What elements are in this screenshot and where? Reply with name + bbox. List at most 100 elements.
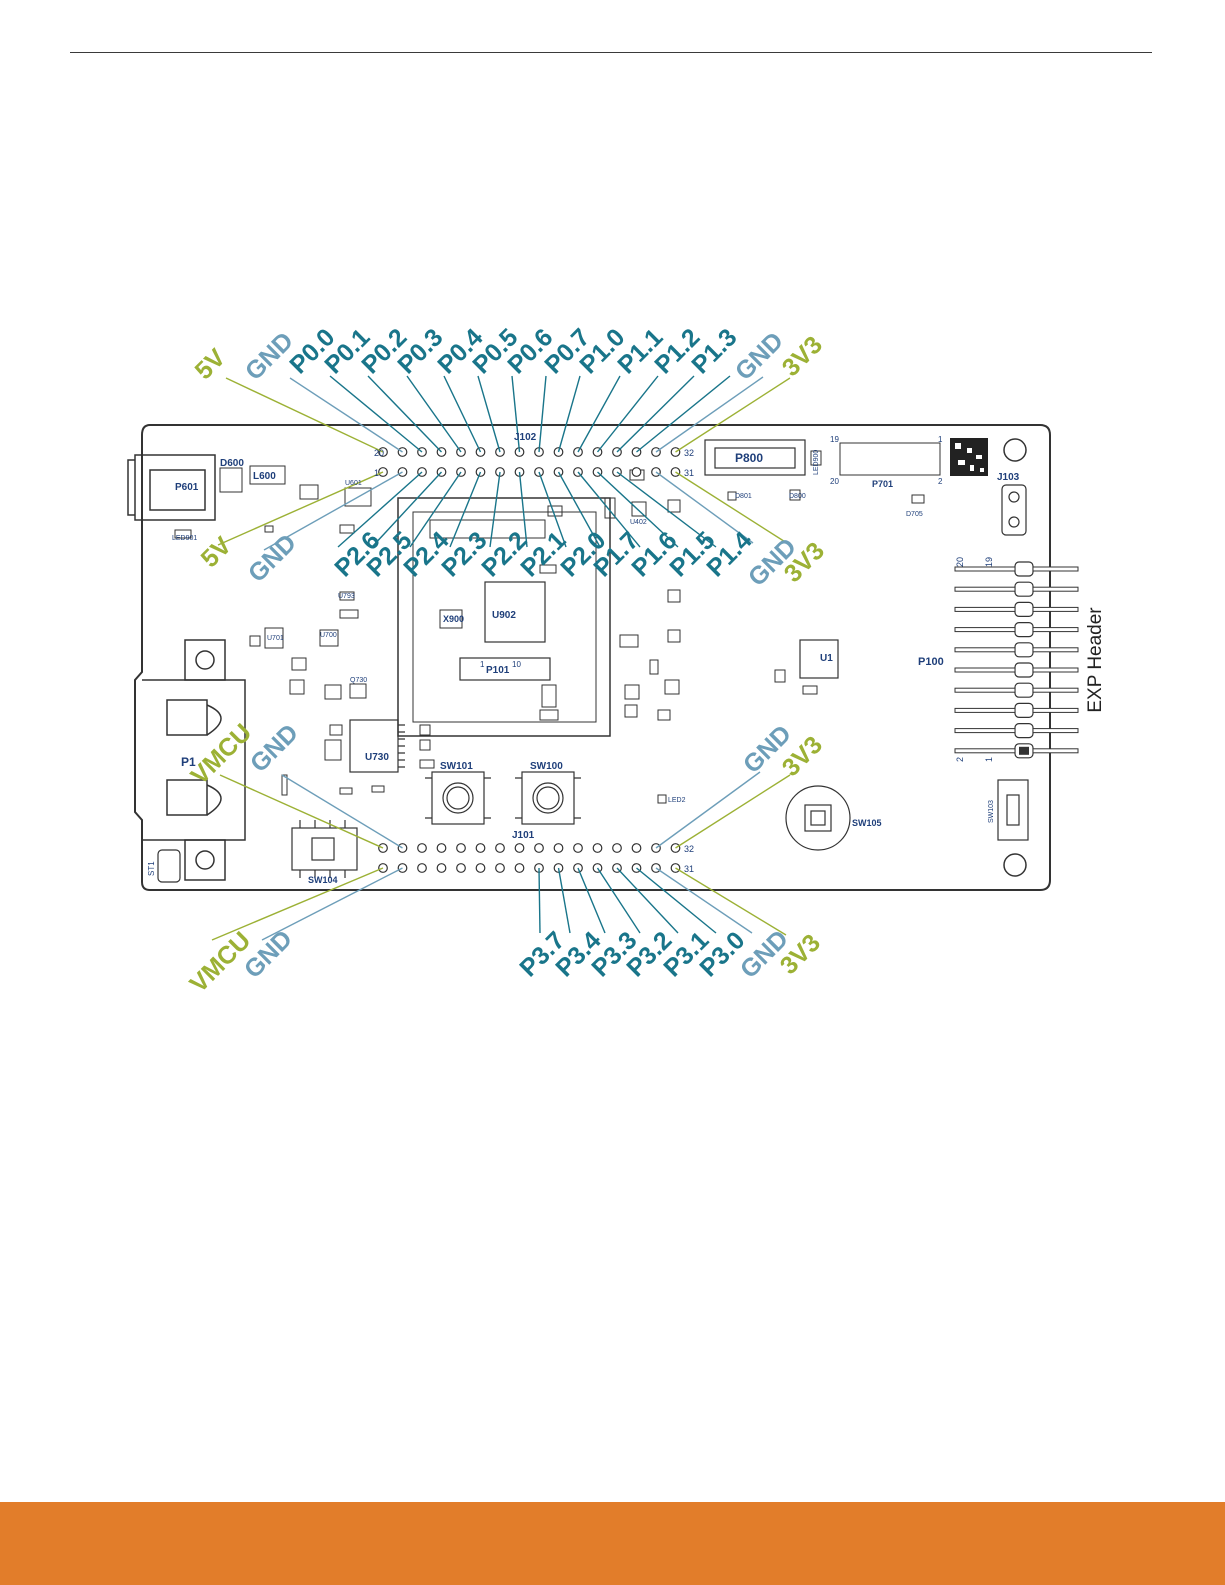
- j101-bottom-pin: [495, 863, 505, 873]
- leader-line: [675, 867, 787, 936]
- silk-led2: LED2: [668, 797, 686, 804]
- leader-line: [616, 867, 679, 934]
- silk-l600: L600: [253, 471, 276, 482]
- silk-p100-pin1: 1: [984, 757, 994, 762]
- pin-label: 3V3: [777, 331, 828, 382]
- silk-u902: U902: [492, 610, 516, 621]
- leader-line: [449, 471, 482, 548]
- chip-u1: [799, 639, 839, 679]
- silk-u793: U793: [338, 593, 355, 600]
- leader-line: [675, 471, 791, 546]
- silk-p101-pin1: 1: [480, 660, 485, 669]
- j101-top-pin: [592, 843, 603, 853]
- j101-bottom-pin: [417, 863, 427, 873]
- j101-top-pin: [495, 843, 505, 853]
- j102-bottom-pin: [631, 467, 642, 477]
- leader-line: [636, 375, 731, 453]
- exp-pin-lead-right: [1032, 687, 1079, 693]
- exp-pin-body: [1014, 642, 1034, 658]
- exp-pin-lead-right: [1032, 667, 1079, 673]
- pin-label: GND: [239, 925, 298, 984]
- leader-line: [616, 471, 717, 548]
- silk-u701: U701: [267, 635, 284, 642]
- silk-u402: U402: [630, 519, 647, 526]
- exp-pin-body: [1014, 662, 1034, 678]
- leader-line: [289, 377, 403, 453]
- silk-sw100: SW100: [530, 761, 563, 772]
- leader-line: [489, 471, 501, 548]
- exp-pin-body: [1014, 682, 1034, 698]
- exp-pin-lead-right: [1032, 728, 1079, 734]
- datamatrix-code: [950, 438, 988, 476]
- rotary-switch-sw105: [785, 785, 851, 851]
- leader-line: [596, 375, 659, 453]
- silk-j102-pin32: 32: [684, 448, 694, 458]
- leader-line: [281, 774, 403, 849]
- exp-pin-body: [1014, 621, 1034, 638]
- silk-u700: U700: [320, 632, 337, 639]
- j101-top-pin: [417, 843, 427, 853]
- exp-pin-lead-right: [1032, 606, 1079, 612]
- leader-line: [655, 771, 761, 849]
- silk-led900: LED900: [813, 450, 820, 475]
- button-sw100: [515, 771, 581, 825]
- mcu-module-outline: [397, 497, 611, 737]
- exp-pin-lead-left: [954, 566, 1016, 572]
- exp-pin-lead-right: [1032, 748, 1079, 754]
- leader-line: [655, 867, 753, 934]
- silk-u730: U730: [365, 752, 389, 763]
- exp-pin-lead-right: [1032, 627, 1079, 633]
- j101-top-pin: [456, 843, 466, 853]
- leader-line: [443, 375, 482, 453]
- j101-top-pin: [612, 843, 622, 853]
- p800-connector: [704, 439, 806, 476]
- leader-line: [577, 375, 621, 453]
- pin-label: 5V: [190, 343, 232, 385]
- j101-bottom-pin: [456, 863, 466, 873]
- board-pinout-diagram: 5VGNDP0.0P0.1P0.2P0.3P0.4P0.5P0.6P0.7P1.…: [127, 323, 1106, 998]
- silk-d705: D705: [906, 511, 923, 518]
- leader-line: [557, 471, 601, 548]
- silk-sw105: SW105: [852, 818, 882, 828]
- silk-sw101: SW101: [440, 761, 473, 772]
- silk-j101: J101: [512, 830, 535, 841]
- exp-pin-body: [1014, 581, 1034, 597]
- exp-pin-lead-left: [954, 667, 1016, 673]
- leader-line: [337, 471, 423, 548]
- silk-j103: J103: [997, 472, 1020, 483]
- silk-p100-pin20: 20: [955, 557, 965, 567]
- silk-x900: X900: [443, 614, 464, 624]
- exp-pin-lead-left: [954, 647, 1016, 653]
- j101-bottom-pin: [514, 863, 525, 873]
- leader-line: [538, 867, 541, 934]
- exp-pin-lead-right: [1032, 707, 1079, 713]
- leader-line: [225, 377, 384, 453]
- button-sw103: [997, 779, 1029, 841]
- leader-line: [261, 867, 403, 941]
- silk-q730: Q730: [350, 677, 367, 684]
- silk-p100-pin2: 2: [955, 757, 965, 762]
- leader-line: [577, 867, 606, 934]
- exp-pin-body: [1014, 601, 1034, 618]
- leader-line: [518, 471, 528, 548]
- silk-j102-pin20: 20: [374, 448, 384, 458]
- pin-leader-lines: [211, 375, 791, 941]
- silk-j102-pin31: 31: [684, 468, 694, 478]
- exp-pin-lead-left: [954, 586, 1016, 592]
- exp-pin-lead-left: [954, 707, 1016, 713]
- exp-pin-body: [1014, 561, 1034, 577]
- button-sw101: [425, 771, 491, 825]
- silk-p101-pin10: 10: [512, 660, 521, 669]
- coin-cell-holder: [142, 639, 246, 881]
- j101-top-pin: [436, 843, 447, 853]
- silk-p800: P800: [735, 451, 763, 465]
- silk-j101-pin31: 31: [684, 864, 694, 874]
- silk-p101: P101: [486, 665, 510, 676]
- j101-top-pin: [534, 843, 544, 853]
- j101-top-pin: [631, 843, 642, 853]
- pcb-board: [134, 424, 1051, 891]
- silk-u1: U1: [820, 653, 833, 664]
- j101-top-pin: [475, 843, 486, 853]
- j101-top-pin: [553, 843, 564, 853]
- exp-pin-lead-left: [954, 748, 1016, 754]
